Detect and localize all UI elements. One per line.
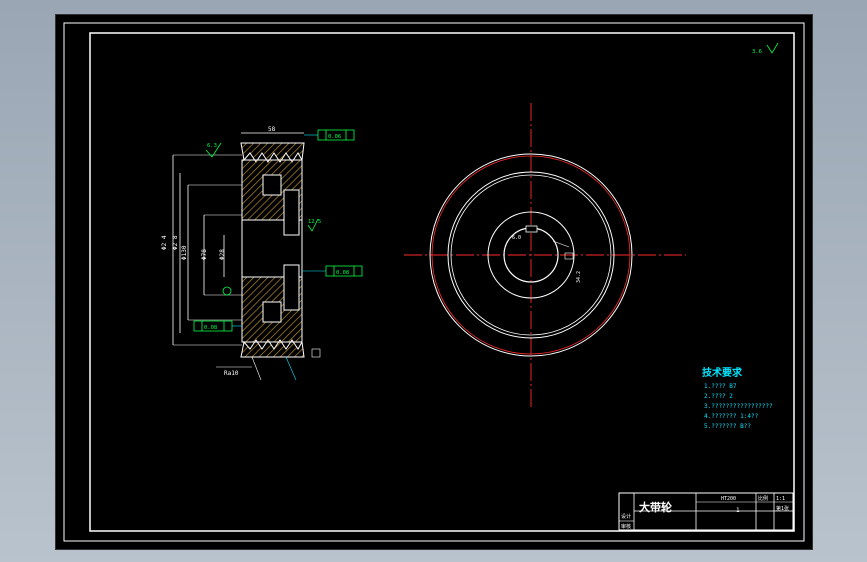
scale-label: 比例 <box>758 495 768 502</box>
roughness-top: 6.3 <box>207 143 217 149</box>
leader-bottom-right <box>285 356 297 381</box>
material-label: HT200 <box>721 496 736 502</box>
general-roughness: 3.6 <box>752 42 779 55</box>
general-roughness-symbol <box>766 42 779 54</box>
datum-box <box>311 348 321 358</box>
web-hole-upper <box>262 174 282 196</box>
roughness-right: 12.5 <box>308 219 321 225</box>
keyway-leader <box>552 240 570 248</box>
sheet-label: 第1张 <box>776 505 789 512</box>
drawing-viewport[interactable]: Φ2 4 Φ2 8 Φ130 Φ78 Φ28 58 0.06 <box>56 15 812 549</box>
cad-drawing: Φ2 4 Φ2 8 Φ130 Φ78 Φ28 58 0.06 <box>63 22 805 542</box>
side-section-view: Φ2 4 Φ2 8 Φ130 Φ78 Φ28 58 0.06 <box>161 126 363 381</box>
inner-border <box>89 32 795 532</box>
web-hole-lower <box>262 301 282 323</box>
dim-bore-dia-1: Φ130 <box>181 245 188 260</box>
web-cavity-lower <box>283 264 300 311</box>
dim-overall-dia-1: Φ2 4 <box>161 235 168 250</box>
tolerance-frame-top: 0.06 <box>304 129 355 141</box>
rim-top-section <box>240 142 305 163</box>
tech-heading: 技术要求 <box>702 366 743 379</box>
front-view: 6.0 34.2 <box>404 103 686 407</box>
tol-left-value: 0.08 <box>204 325 217 331</box>
tol-top-value: 0.06 <box>328 134 341 140</box>
tech-item-2: 2.???? 2 <box>704 393 733 400</box>
rim-bottom-section <box>240 339 305 358</box>
web-cavity-upper <box>283 189 300 236</box>
title-row-label-2: 审核 <box>621 523 631 530</box>
title-block: 大带轮 HT200 比例 1 1:1 第1张 设计 审核 <box>618 492 794 531</box>
dim-overall-dia-2: Φ2 8 <box>172 235 179 250</box>
tech-item-1: 1.???? B7 <box>704 383 737 390</box>
dim-bottom-left: Ra10 <box>224 370 239 377</box>
roughness-symbol-right <box>307 218 319 232</box>
tolerance-frame-mid: 0.08 <box>302 265 363 277</box>
tech-item-4: 4.??????? 1:4?? <box>704 413 759 420</box>
keyway <box>525 225 538 233</box>
roughness-symbol-top <box>205 142 222 158</box>
dim-top-width: 58 <box>268 126 276 133</box>
drawing-frame: Φ2 4 Φ2 8 Φ130 Φ78 Φ28 58 0.06 <box>55 14 813 550</box>
tech-item-3: 3.????????????????? <box>704 403 773 410</box>
outer-rim-circle <box>429 153 633 357</box>
dim-hub-dia: Φ28 <box>219 249 226 260</box>
keyway-width-label: 6.0 <box>512 235 521 241</box>
pitch-circle <box>431 155 631 355</box>
rim-inner-circle <box>447 171 615 339</box>
outer-border <box>63 22 805 542</box>
title-row-label-1: 设计 <box>621 513 631 520</box>
leader-bottom-mid <box>251 356 262 381</box>
keyway-depth-label: 34.2 <box>576 271 582 283</box>
general-roughness-value: 3.6 <box>752 49 762 55</box>
tech-requirements: 技术要求 1.???? B7 2.???? 2 3.??????????????… <box>702 366 773 430</box>
hub-outer-circle <box>487 211 575 299</box>
keyway-depth-box <box>564 252 574 260</box>
rim-inner-circle-2 <box>450 174 612 336</box>
scale-value: 1:1 <box>776 496 785 502</box>
datum-circle <box>222 286 232 296</box>
dim-bore-dia-2: Φ78 <box>201 249 208 260</box>
tol-mid-value: 0.08 <box>336 270 349 276</box>
quantity-value: 1 <box>736 507 740 514</box>
tolerance-frame-left: 0.08 <box>193 320 242 332</box>
tech-item-5: 5.??????? B?? <box>704 423 751 430</box>
part-name: 大带轮 <box>639 500 672 514</box>
